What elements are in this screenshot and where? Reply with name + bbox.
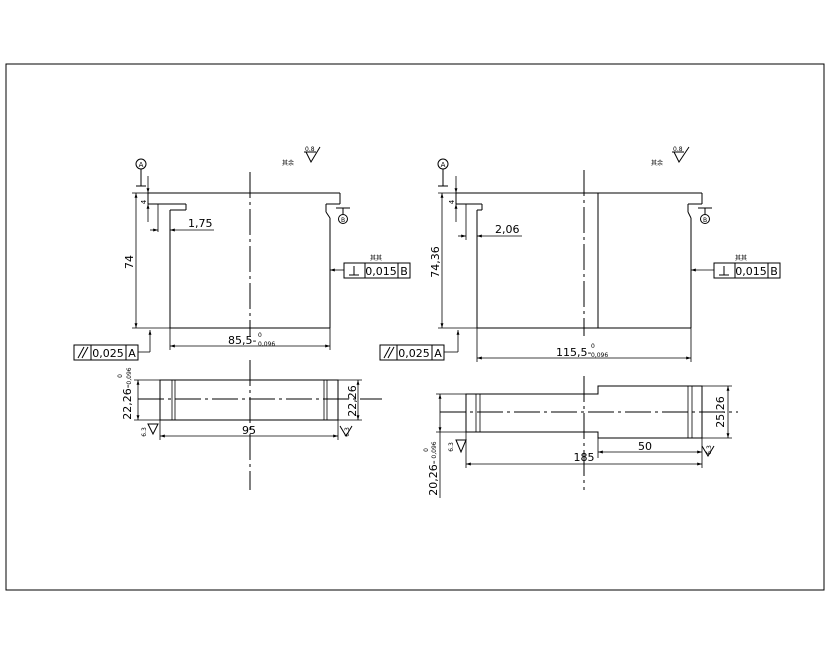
svg-text:74,36: 74,36 [429,246,442,278]
svg-text:115,5-: 115,5- [556,346,591,359]
svg-text:0,015: 0,015 [365,265,397,278]
svg-text:B: B [341,217,345,224]
svg-text:0: 0 [258,332,262,339]
svg-text:B: B [400,265,408,278]
right-dim-50: 50 [597,438,702,458]
right-view: A 其余 0.8 [379,146,781,498]
svg-text:其余: 其余 [282,159,294,167]
svg-text:6.3: 6.3 [141,427,148,437]
svg-text:0.8: 0.8 [673,146,683,153]
svg-text:其其: 其其 [370,254,382,262]
left-dim-22-26-tol: 22,26- 0 0,096 [117,367,160,421]
svg-text:6.3: 6.3 [448,442,455,452]
svg-text:0,015: 0,015 [735,265,767,278]
right-datum-b: B [698,207,712,224]
left-dim-22-26: 22,26 [338,379,362,421]
svg-text:0: 0 [117,374,124,378]
right-dim-2-06: 2,06 [458,204,522,240]
svg-text:B: B [703,217,707,224]
left-dim-74: 74 [123,192,170,329]
svg-text:A: A [434,347,442,360]
right-front-outline [455,192,703,329]
right-dim-185: 185 [465,432,703,468]
sheet-border [5,63,825,591]
left-top-view [138,360,382,490]
svg-text:0: 0 [591,343,595,350]
svg-text:其余: 其余 [651,159,663,167]
svg-text:0.8: 0.8 [305,146,315,153]
svg-text:6.3: 6.3 [706,445,713,455]
svg-text:4: 4 [448,199,456,204]
left-datum-a: A [135,158,147,187]
right-dim-25-26: 25,26 [702,385,732,439]
svg-text:0: 0 [423,448,430,452]
svg-text:A: A [139,161,144,169]
right-top-view [440,376,738,490]
left-view: A 其余 0.8 [73,146,411,490]
svg-text:25,26: 25,26 [714,396,727,428]
left-dim-85-5: 85,5- 0 0,096 [169,328,331,350]
svg-text:22,26-: 22,26- [121,384,134,419]
left-dim-95: 95 [159,420,339,440]
svg-text:0,025: 0,025 [398,347,430,360]
svg-text:A: A [441,161,446,169]
svg-text:其其: 其其 [735,254,747,262]
left-roughness-top: 其余 0.8 [282,146,321,167]
svg-text:0,096: 0,096 [431,441,438,458]
svg-text:0,025: 0,025 [92,347,124,360]
svg-text:0,096: 0,096 [258,341,275,348]
left-datum-b: B [336,207,350,224]
svg-text:0,096: 0,096 [126,367,133,384]
svg-text:2,06: 2,06 [495,223,520,236]
left-dim-1-75: 1,75 [150,204,214,232]
left-parallel-callout: 0,025 A [73,330,152,361]
left-roughness-small: 6.3 6.3 [141,423,353,437]
svg-text:50: 50 [638,440,652,453]
right-dim-74-36: 74,36 [429,192,477,329]
right-perp-callout: 0,015 B 其其 [691,254,781,279]
svg-text:20,26-: 20,26- [427,460,440,495]
svg-text:0,096: 0,096 [591,352,608,359]
svg-text:185: 185 [574,451,595,464]
left-dim-4: 4 [140,176,150,222]
svg-text:B: B [770,265,778,278]
left-perp-callout: 0,015 B 其其 [330,254,411,279]
svg-text:6.3: 6.3 [344,427,351,437]
svg-text:1,75: 1,75 [188,217,213,230]
right-roughness-small: 6.3 6.3 [448,439,715,457]
svg-text:A: A [128,347,136,360]
svg-text:74: 74 [123,255,136,269]
right-roughness-top: 其余 0.8 [651,146,690,167]
right-dim-4: 4 [448,176,458,222]
svg-text:95: 95 [242,424,256,437]
right-dim-20-26-tol: 20,26- 0 0,096 [423,393,466,498]
svg-text:4: 4 [140,199,148,204]
svg-text:22,26: 22,26 [346,385,359,417]
left-front-outline [147,192,341,329]
right-datum-a: A [437,158,449,187]
svg-text:85,5-: 85,5- [228,334,256,347]
right-parallel-callout: 0,025 A [379,330,460,361]
right-dim-115-5: 115,5- 0 0,096 [476,328,692,362]
